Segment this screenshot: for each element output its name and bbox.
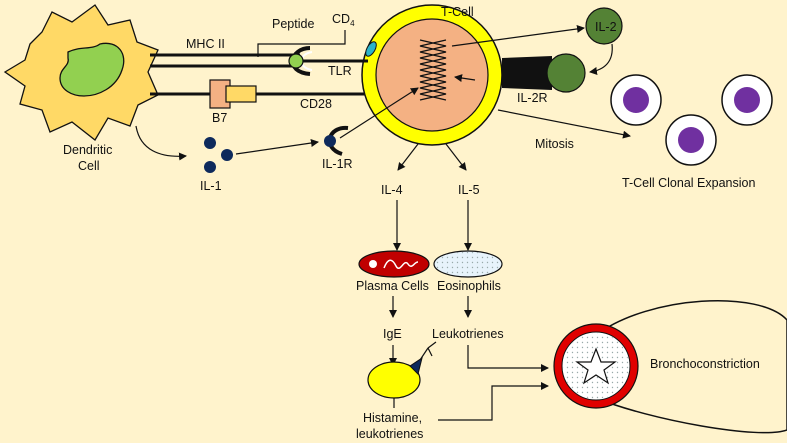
label-il5: IL-5 <box>458 183 480 197</box>
label-peptide: Peptide <box>272 17 314 31</box>
receptor-connectors <box>150 30 368 96</box>
label-plasma-cells: Plasma Cells <box>356 279 429 293</box>
label-il1r: IL-1R <box>322 157 353 171</box>
label-il2r: IL-2R <box>517 91 548 105</box>
label-il2: IL-2 <box>595 20 617 34</box>
label-clonal-expansion: T-Cell Clonal Expansion <box>622 176 755 190</box>
t-cell <box>361 4 503 146</box>
t-cell-interior <box>375 18 489 132</box>
plasma-cell <box>358 250 430 278</box>
il2-system <box>451 7 623 93</box>
label-eosinophils: Eosinophils <box>437 279 501 293</box>
label-cd28: CD28 <box>300 97 332 111</box>
b7-cd28-complex <box>209 79 257 109</box>
label-histamine-2: leukotrienes <box>356 427 423 441</box>
label-il1: IL-1 <box>200 179 222 193</box>
label-dendritic-1: Dendritic <box>63 143 112 157</box>
dendritic-nucleus <box>59 42 125 97</box>
il2-receptor-channel <box>502 56 552 90</box>
label-il4: IL-4 <box>381 183 403 197</box>
mitosis-arrow <box>497 109 631 139</box>
cd28-molecule <box>225 85 257 103</box>
t-cell-receptor <box>288 46 368 76</box>
ige-antibody <box>409 356 423 375</box>
label-bronchoconstriction: Bronchoconstriction <box>650 357 760 371</box>
mast-cell <box>367 341 437 399</box>
label-ige: IgE <box>383 327 402 341</box>
lung-lobe <box>595 300 787 434</box>
downstream-arrows <box>389 143 549 421</box>
il2-receptor <box>546 53 586 93</box>
cd4-receptor <box>365 41 377 57</box>
il1-molecule <box>204 137 216 149</box>
bronchus <box>553 300 787 434</box>
label-leukotrienes: Leukotrienes <box>432 327 504 341</box>
dna-coil <box>419 39 447 101</box>
label-mhc2: MHC II <box>186 37 225 51</box>
label-tlr: TLR <box>328 64 352 78</box>
il1-system <box>135 74 476 173</box>
label-mitosis: Mitosis <box>535 137 574 151</box>
label-histamine: Histamine, <box>363 411 422 425</box>
peptide-antigen <box>288 53 304 69</box>
label-b7: B7 <box>212 111 227 125</box>
label-dendritic-2: Cell <box>78 159 100 173</box>
text-labels: MHC II Peptide CD4 T-Cell TLR B7 CD28 IL… <box>63 5 760 441</box>
label-tcell: T-Cell <box>441 5 474 19</box>
il2-molecule <box>585 7 623 45</box>
dendritic-cell <box>3 4 159 141</box>
constricted-lumen-icon <box>575 347 617 385</box>
clonal-expansion-cells <box>610 74 773 166</box>
label-cd4: CD4 <box>332 12 355 28</box>
